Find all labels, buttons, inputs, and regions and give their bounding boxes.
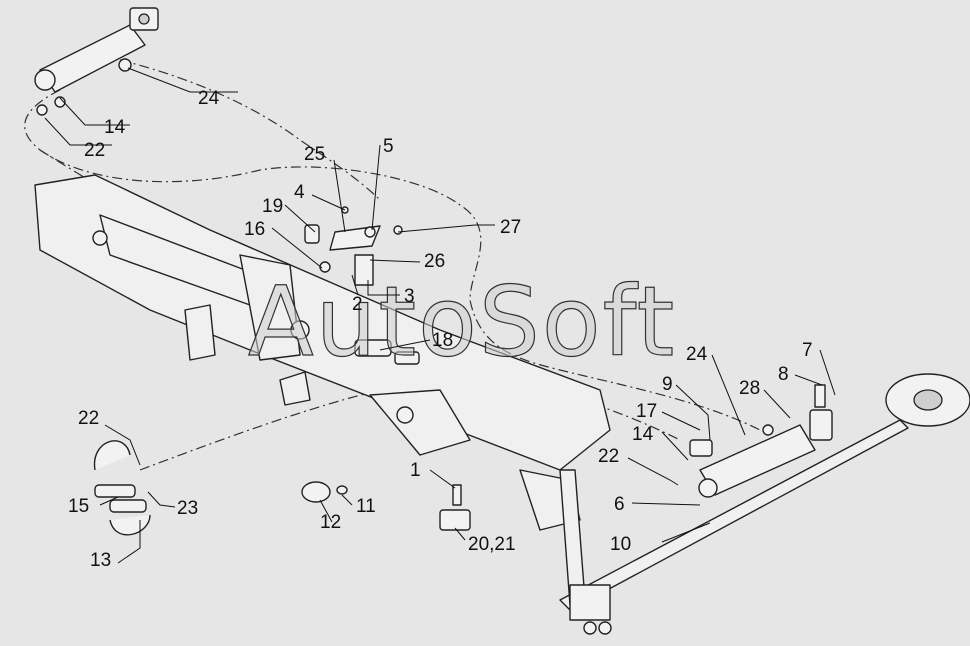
callout-14-right: 14 — [632, 424, 654, 445]
callout-6: 6 — [614, 494, 625, 515]
callout-13: 13 — [90, 550, 111, 571]
callout-16: 16 — [244, 219, 265, 240]
callout-12: 12 — [320, 512, 341, 533]
callout-15: 15 — [68, 496, 89, 517]
callout-14-top: 14 — [104, 117, 126, 138]
callout-19: 19 — [262, 196, 283, 217]
callout-22-top: 22 — [84, 140, 105, 161]
callout-20-21: 20,21 — [468, 534, 516, 555]
callout-22-right: 22 — [598, 446, 619, 467]
callout-27: 27 — [500, 217, 521, 238]
watermark-text: AutoSoft — [248, 266, 676, 378]
callout-1: 1 — [410, 460, 421, 481]
callout-28: 28 — [739, 378, 760, 399]
callout-8: 8 — [778, 364, 789, 385]
callout-23: 23 — [177, 498, 198, 519]
callout-3: 3 — [404, 286, 415, 307]
callout-26: 26 — [424, 251, 445, 272]
callout-2: 2 — [352, 294, 363, 315]
leader-lines — [44, 67, 836, 564]
lower-support-bar — [559, 419, 909, 635]
clamp-ring — [301, 481, 348, 503]
callout-5: 5 — [383, 136, 394, 157]
callout-18: 18 — [432, 330, 453, 351]
callout-9: 9 — [662, 374, 673, 395]
callout-11: 11 — [356, 496, 376, 517]
callout-25: 25 — [304, 144, 325, 165]
callout-17: 17 — [636, 401, 657, 422]
quick-couplers — [93, 440, 151, 536]
clamp-block — [439, 484, 471, 531]
disc-wheel — [885, 373, 970, 427]
callout-24-right: 24 — [686, 344, 708, 365]
callout-24-top: 24 — [198, 88, 220, 109]
callout-labels: 24 14 22 25 5 4 19 16 27 26 3 2 18 22 15… — [68, 88, 813, 571]
callout-7: 7 — [802, 340, 813, 361]
upper-hydraulic-cylinder — [34, 7, 159, 116]
mid-bracket-assembly — [304, 206, 403, 286]
right-hydraulic-cylinder — [689, 384, 833, 498]
callout-10: 10 — [610, 534, 631, 555]
main-frame-beam — [34, 174, 611, 531]
callout-4: 4 — [294, 182, 305, 203]
callout-22-left: 22 — [78, 408, 99, 429]
